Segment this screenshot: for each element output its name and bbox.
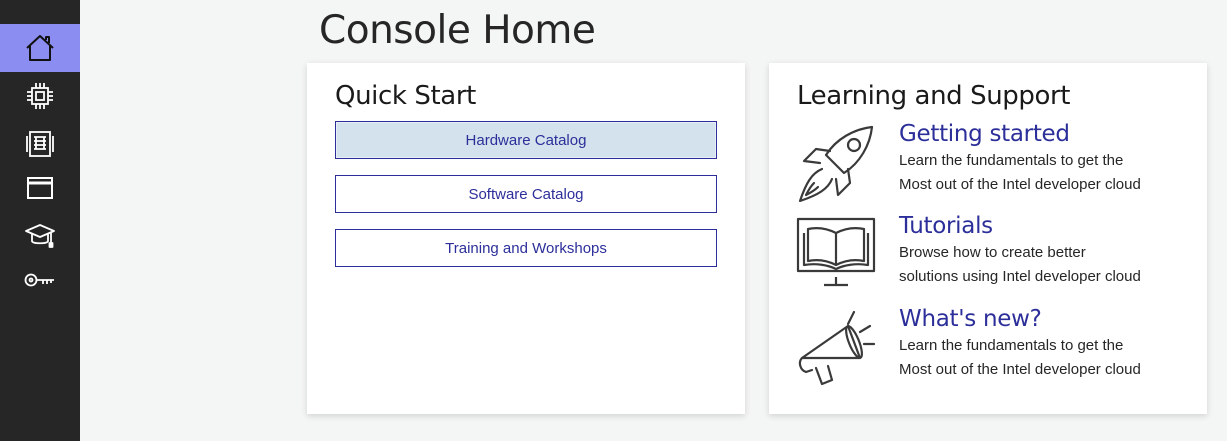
sidebar-item-hardware[interactable] <box>0 72 80 120</box>
list-item: Tutorials Browse how to create better so… <box>796 213 1196 297</box>
description-line: Learn the fundamentals to get the <box>899 337 1124 354</box>
home-icon <box>26 35 54 61</box>
list-item: What's new? Learn the fundamentals to ge… <box>796 306 1196 390</box>
sidebar-item-training[interactable] <box>0 212 80 260</box>
tutorials-link[interactable]: Tutorials <box>899 213 993 239</box>
sidebar-item-home[interactable] <box>0 24 80 72</box>
sidebar <box>0 0 80 441</box>
graduation-cap-icon <box>25 224 55 248</box>
whats-new-description: Learn the fundamentals to get the Most o… <box>899 334 1189 382</box>
book-monitor-icon <box>796 217 876 287</box>
browser-window-icon <box>27 177 53 199</box>
learning-support-card: Learning and Support Getting started Lea… <box>769 63 1207 414</box>
description-line: solutions using Intel developer cloud <box>899 268 1141 285</box>
quick-start-card: Quick Start Hardware Catalog Software Ca… <box>307 63 745 414</box>
rocket-icon <box>798 125 874 203</box>
tutorials-description: Browse how to create better solutions us… <box>899 241 1189 289</box>
chip-icon <box>27 83 53 109</box>
sidebar-item-keys[interactable] <box>0 256 80 304</box>
quick-start-title: Quick Start <box>335 81 476 111</box>
hardware-catalog-button[interactable]: Hardware Catalog <box>335 121 717 159</box>
sidebar-item-server[interactable] <box>0 120 80 168</box>
description-line: Most out of the Intel developer cloud <box>899 361 1141 378</box>
software-catalog-button[interactable]: Software Catalog <box>335 175 717 213</box>
key-icon <box>24 273 54 287</box>
whats-new-link[interactable]: What's new? <box>899 306 1042 332</box>
learning-support-title: Learning and Support <box>797 81 1071 111</box>
description-line: Learn the fundamentals to get the <box>899 152 1124 169</box>
description-line: Browse how to create better <box>899 244 1086 261</box>
server-rack-icon <box>26 131 54 157</box>
list-item: Getting started Learn the fundamentals t… <box>796 121 1196 205</box>
sidebar-item-window[interactable] <box>0 164 80 212</box>
description-line: Most out of the Intel developer cloud <box>899 176 1141 193</box>
getting-started-link[interactable]: Getting started <box>899 121 1070 147</box>
page-title: Console Home <box>319 8 596 53</box>
training-workshops-button[interactable]: Training and Workshops <box>335 229 717 267</box>
megaphone-icon <box>798 310 876 386</box>
getting-started-description: Learn the fundamentals to get the Most o… <box>899 149 1189 197</box>
